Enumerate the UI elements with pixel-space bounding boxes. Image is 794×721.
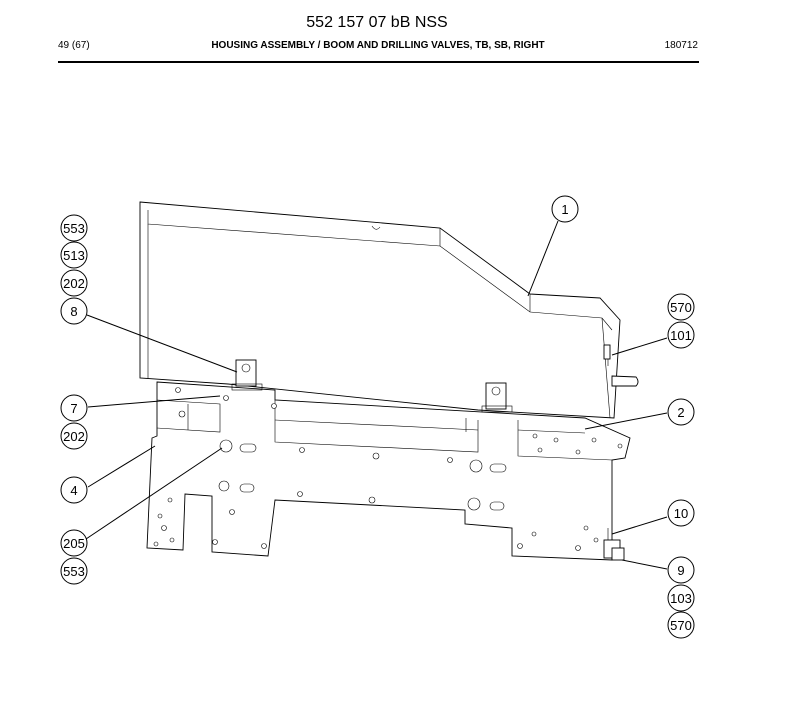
callout-570-bottom: 570 <box>667 611 695 639</box>
document-date: 180712 <box>664 40 698 51</box>
svg-text:202: 202 <box>63 429 85 444</box>
callout-1: 1 <box>551 195 579 223</box>
svg-text:8: 8 <box>70 304 77 319</box>
callout-103: 103 <box>667 584 695 612</box>
page-number: 49 (67) <box>58 40 90 51</box>
mounting-holes <box>153 387 623 551</box>
callout-101: 101 <box>667 321 695 349</box>
mounting-plate <box>146 381 631 561</box>
header-rule <box>58 61 699 63</box>
svg-text:570: 570 <box>670 300 692 315</box>
cover-housing <box>139 201 639 419</box>
svg-text:10: 10 <box>674 506 688 521</box>
page-title: HOUSING ASSEMBLY / BOOM AND DRILLING VAL… <box>211 40 545 51</box>
svg-text:2: 2 <box>677 405 684 420</box>
page-header: HOUSING ASSEMBLY / BOOM AND DRILLING VAL… <box>58 40 698 56</box>
callout-553-top: 553 <box>60 214 88 242</box>
callout-553-bottom: 553 <box>60 557 88 585</box>
svg-text:205: 205 <box>63 536 85 551</box>
callout-570-top: 570 <box>667 293 695 321</box>
svg-text:570: 570 <box>670 618 692 633</box>
callout-202-top: 202 <box>60 269 88 297</box>
svg-text:202: 202 <box>63 276 85 291</box>
svg-text:4: 4 <box>70 483 77 498</box>
callout-2: 2 <box>667 398 695 426</box>
brackets <box>231 359 513 413</box>
svg-text:1: 1 <box>561 202 568 217</box>
document-number: 552 157 07 bB NSS <box>306 14 448 31</box>
callout-4: 4 <box>60 476 88 504</box>
leader-lines <box>85 220 668 570</box>
svg-text:7: 7 <box>70 401 77 416</box>
svg-text:9: 9 <box>677 563 684 578</box>
svg-text:103: 103 <box>670 591 692 606</box>
svg-text:553: 553 <box>63 564 85 579</box>
callout-9: 9 <box>667 556 695 584</box>
svg-text:553: 553 <box>63 221 85 236</box>
callout-202-mid: 202 <box>60 422 88 450</box>
callout-10: 10 <box>667 499 695 527</box>
callout-513: 513 <box>60 241 88 269</box>
callout-7: 7 <box>60 394 88 422</box>
svg-text:101: 101 <box>670 328 692 343</box>
callout-205: 205 <box>60 529 88 557</box>
callout-8: 8 <box>60 297 88 325</box>
svg-text:513: 513 <box>63 248 85 263</box>
valve-fitting <box>603 528 625 561</box>
